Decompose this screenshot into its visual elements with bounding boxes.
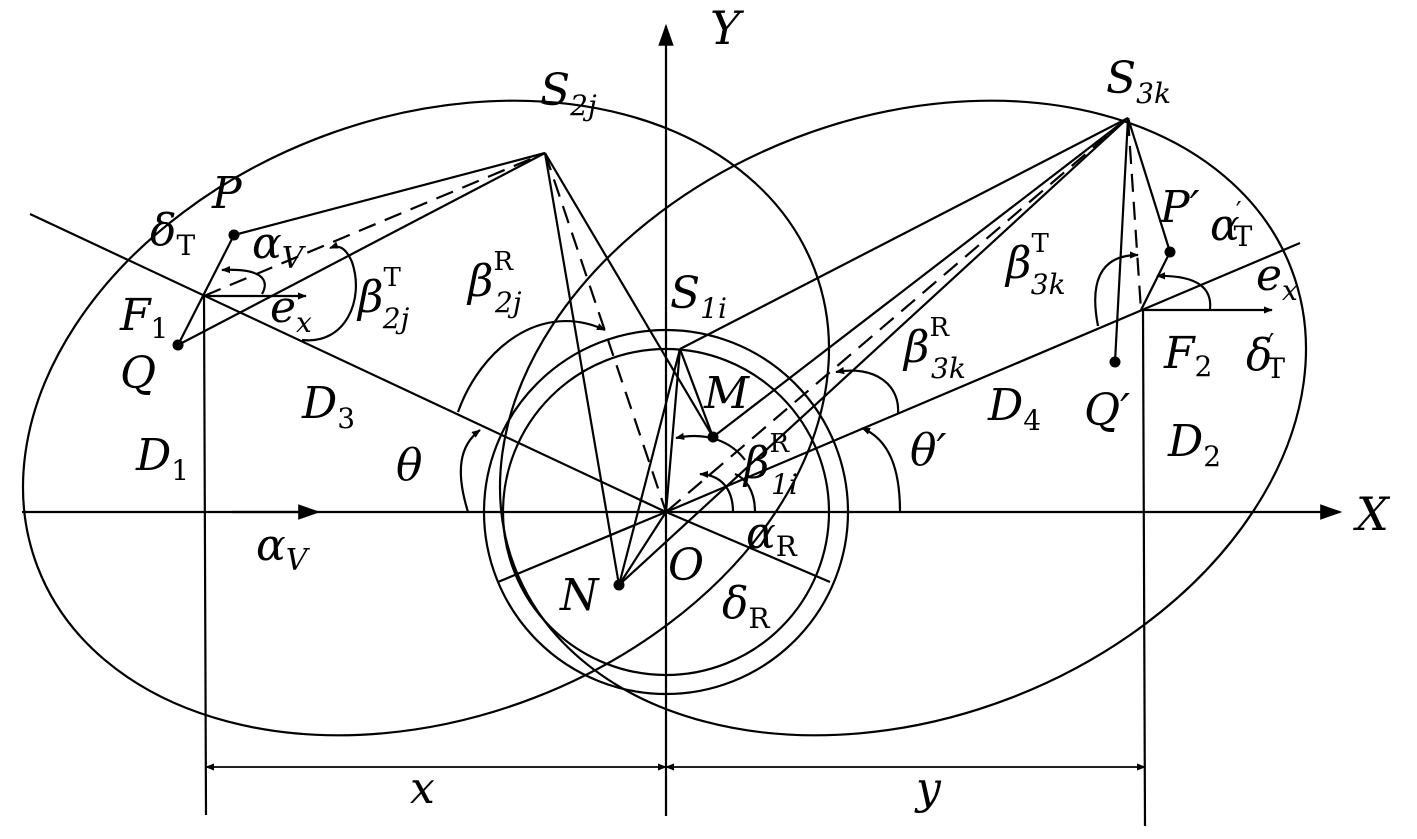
point-q — [172, 339, 184, 351]
line-p-q — [177, 234, 235, 346]
label-d3: D3 — [301, 378, 355, 435]
point-p-prime — [1164, 246, 1176, 258]
right-vertical — [1141, 309, 1147, 827]
arc-beta-2j-r — [456, 319, 606, 413]
line-s3k-n — [618, 117, 1129, 586]
label-x-axis: X — [1353, 487, 1391, 541]
label-q-prime: Q′ — [1084, 385, 1130, 436]
dash-s2j-o — [543, 152, 668, 513]
line-p-s2j — [233, 151, 546, 237]
label-theta: θ — [396, 440, 423, 491]
left-major-axis — [29, 213, 667, 513]
label-y-axis: Y — [710, 1, 745, 55]
label-alpha-v-bottom: αV — [256, 520, 311, 578]
label-alpha-r: αR — [746, 508, 798, 563]
dash-f1-s2j — [203, 151, 546, 298]
dash-s3k-f2 — [1126, 117, 1143, 311]
label-d2: D2 — [1167, 416, 1221, 473]
left-vertical — [202, 295, 208, 816]
line-s1i-s3k — [679, 117, 1129, 350]
arc-beta-3k-t — [1094, 251, 1139, 327]
line-s2j-m — [544, 152, 714, 438]
left-ellipse — [21, 99, 831, 737]
dash-s3k-o — [665, 117, 1129, 513]
arc-alpha-r-small — [734, 472, 757, 513]
arc-theta-prime — [861, 426, 902, 513]
label-y-dim: y — [914, 763, 942, 814]
label-m: M — [703, 368, 750, 419]
label-d1: D1 — [135, 430, 189, 487]
label-s3k: S3k — [1106, 53, 1171, 110]
line-n-o — [618, 511, 667, 586]
line-s1i-n — [617, 348, 682, 586]
arc-alpha-t-prime — [1156, 272, 1212, 310]
line-s2j-n — [543, 152, 621, 586]
label-q: Q — [120, 348, 156, 399]
label-d4: D4 — [987, 380, 1041, 437]
label-o: O — [668, 540, 704, 591]
label-x-dim: x — [410, 763, 435, 814]
point-n — [613, 579, 625, 591]
label-p: P — [211, 168, 243, 219]
label-s2j: S2j — [540, 65, 597, 122]
label-theta-prime: θ′ — [910, 425, 946, 476]
label-delta-t-prime: δ′T — [1246, 329, 1285, 385]
label-f1: F1 — [119, 290, 168, 345]
arc-beta-3k-r — [835, 367, 900, 414]
diagonal-lower-left — [497, 510, 667, 584]
arc-beta-2j-t — [301, 241, 357, 342]
label-e-x-left: ex — [270, 282, 312, 339]
line-s3k-m — [712, 117, 1129, 438]
label-delta-r: δR — [722, 578, 771, 635]
line-s1i-o — [664, 348, 682, 513]
right-major-axis — [665, 241, 1301, 514]
point-q-prime — [1109, 356, 1121, 368]
point-p — [228, 229, 240, 241]
label-p-prime: P′ — [1159, 182, 1200, 233]
label-n: N — [559, 570, 600, 621]
arc-beta-1i-r — [699, 470, 735, 513]
point-m — [707, 431, 719, 443]
diagonal-lower-right — [665, 510, 831, 584]
label-delta-t: δT — [150, 205, 196, 262]
arc-theta — [459, 429, 481, 513]
line-q-s2j — [177, 152, 546, 346]
arc-alpha-v-left — [221, 266, 266, 295]
line-s3k-qprime — [1113, 117, 1130, 363]
label-s1i: S1i — [670, 268, 727, 325]
line-s1i-m — [678, 348, 715, 438]
label-e-x-right: ex — [1256, 250, 1298, 307]
label-alpha-v-top: αV — [252, 218, 307, 276]
line-pprime-f2 — [1140, 251, 1171, 311]
label-alpha-t-prime: α′T — [1210, 197, 1253, 253]
line-s3k-pprime — [1126, 117, 1172, 253]
right-ellipse — [498, 99, 1308, 737]
label-f2: F2 — [1163, 328, 1212, 383]
